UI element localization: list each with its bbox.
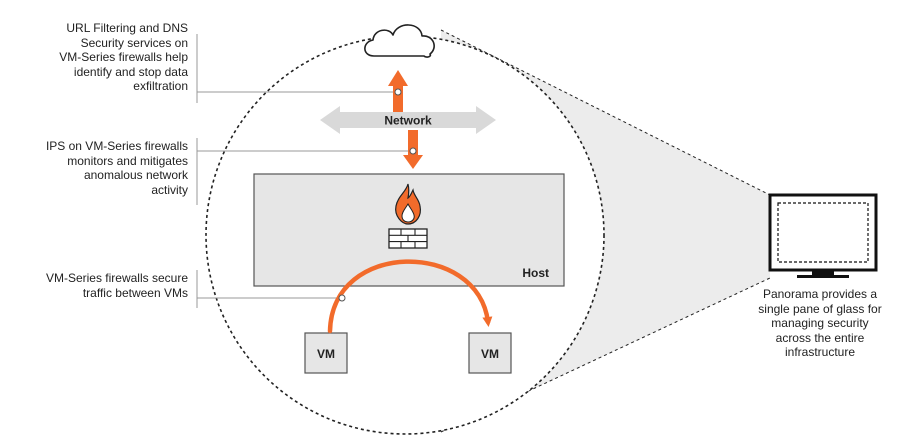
cloud-icon (364, 24, 435, 58)
firewall-flame-icon (388, 183, 428, 249)
downstream-arrow-shaft (408, 130, 418, 156)
network-arrow (320, 106, 496, 134)
downstream-arrow-head (403, 155, 423, 169)
zoom-line-top (440, 29, 771, 196)
upstream-arrow-shaft (393, 84, 403, 112)
network-label: Network (384, 114, 432, 128)
vm-traffic-annotation: VM-Series firewalls secure traffic betwe… (45, 271, 188, 300)
upstream-arrow-head (388, 70, 408, 86)
host-label: Host (522, 266, 549, 280)
url-filtering-annotation: URL Filtering and DNS Security services … (59, 21, 188, 94)
vm-box-left (304, 332, 348, 374)
vm-label-left: VM (317, 347, 335, 361)
ips-annotation: IPS on VM-Series firewalls monitors and … (45, 139, 188, 197)
leader-dot-ips (409, 147, 417, 155)
leader-dot-vm (338, 294, 346, 302)
vm-label-right: VM (481, 347, 499, 361)
leader-dot-url (394, 88, 402, 96)
panorama-annotation: Panorama provides a single pane of glass… (758, 287, 882, 360)
monitor-icon (768, 193, 878, 278)
vm-box-right (468, 332, 512, 374)
vm-traffic-arc (327, 259, 493, 334)
